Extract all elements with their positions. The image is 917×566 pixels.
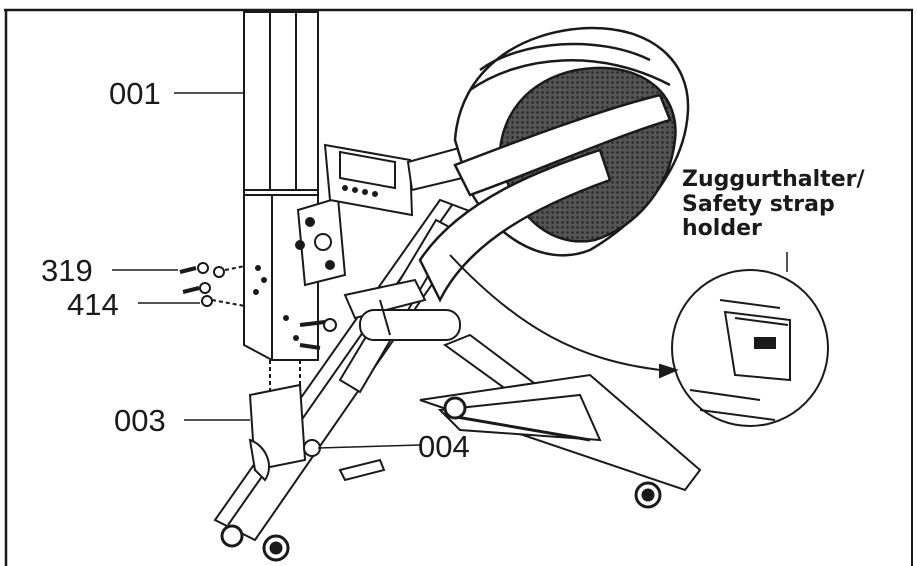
upright-column-001	[243, 11, 319, 361]
label-part-319: 319	[41, 253, 93, 288]
label-part-004: 004	[418, 429, 470, 464]
base-legs	[338, 333, 702, 492]
bracket-plate	[295, 196, 347, 287]
label-part-001: 001	[109, 76, 161, 111]
rear-foot-003	[248, 360, 321, 482]
detail-arrow	[449, 254, 679, 379]
front-arm	[418, 93, 672, 303]
label-part-414: 414	[67, 287, 119, 322]
leader-lines	[112, 92, 788, 449]
callout-line-2: Safety strap	[682, 191, 835, 217]
monitor	[323, 143, 477, 217]
callout-line-3: holder	[682, 216, 762, 242]
seat-and-handle	[343, 278, 461, 341]
bolts-and-washers	[179, 262, 337, 350]
diagram-border	[4, 8, 913, 566]
strap-holder-callout: Zuggurthalter/ Safety strap holder	[682, 167, 865, 242]
wheels	[220, 396, 662, 562]
detail-magnifier	[671, 269, 829, 427]
label-part-003: 003	[114, 403, 166, 438]
callout-line-1: Zuggurthalter/	[682, 167, 865, 192]
